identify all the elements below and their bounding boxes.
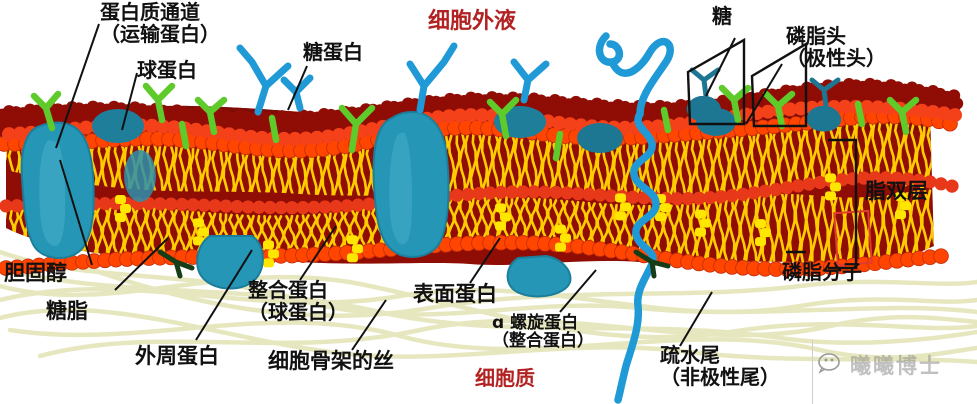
label-sugar: 糖 [712, 4, 732, 28]
label-alpha-helix-protein: ɑ 螺旋蛋白 （整合蛋白） [492, 313, 594, 352]
label-phospholipid-head: 磷脂头 （极性头） [786, 24, 886, 70]
alpha-helix-protein [595, 32, 674, 404]
embedded-protein [124, 150, 156, 202]
label-integral-protein: 整合蛋白 （球蛋白） [248, 278, 348, 324]
watermark-divider [812, 340, 813, 404]
label-extracellular-fluid: 细胞外液 [428, 9, 517, 34]
label-cholesterol: 胆固醇 [4, 261, 67, 285]
surface-protein-bottom-center [506, 254, 572, 298]
label-globular-protein: 球蛋白 [137, 58, 197, 82]
label-cytoplasm: 细胞质 [475, 366, 535, 390]
label-glycolipid: 糖脂 [46, 299, 88, 323]
label-glycoprotein: 糖蛋白 [303, 40, 363, 64]
globular-protein-top-left [92, 109, 144, 143]
label-lipid-bilayer: 脂双层 [865, 179, 928, 203]
label-phospholipid-molecule: 磷脂分子 [782, 260, 862, 284]
label-peripheral-protein: 外周蛋白 [135, 344, 219, 368]
globular-protein-right-a [577, 123, 623, 153]
wechat-icon [818, 353, 840, 374]
watermark-text: 曦曦博士 [850, 354, 942, 378]
label-cytoskeleton-filament: 细胞骨架的丝 [268, 349, 394, 373]
label-protein-channel: 蛋白质通道 （运输蛋白） [100, 0, 220, 46]
label-surface-protein: 表面蛋白 [413, 282, 497, 306]
label-hydrophobic-tail: 疏水尾 （非极性尾） [660, 343, 780, 389]
